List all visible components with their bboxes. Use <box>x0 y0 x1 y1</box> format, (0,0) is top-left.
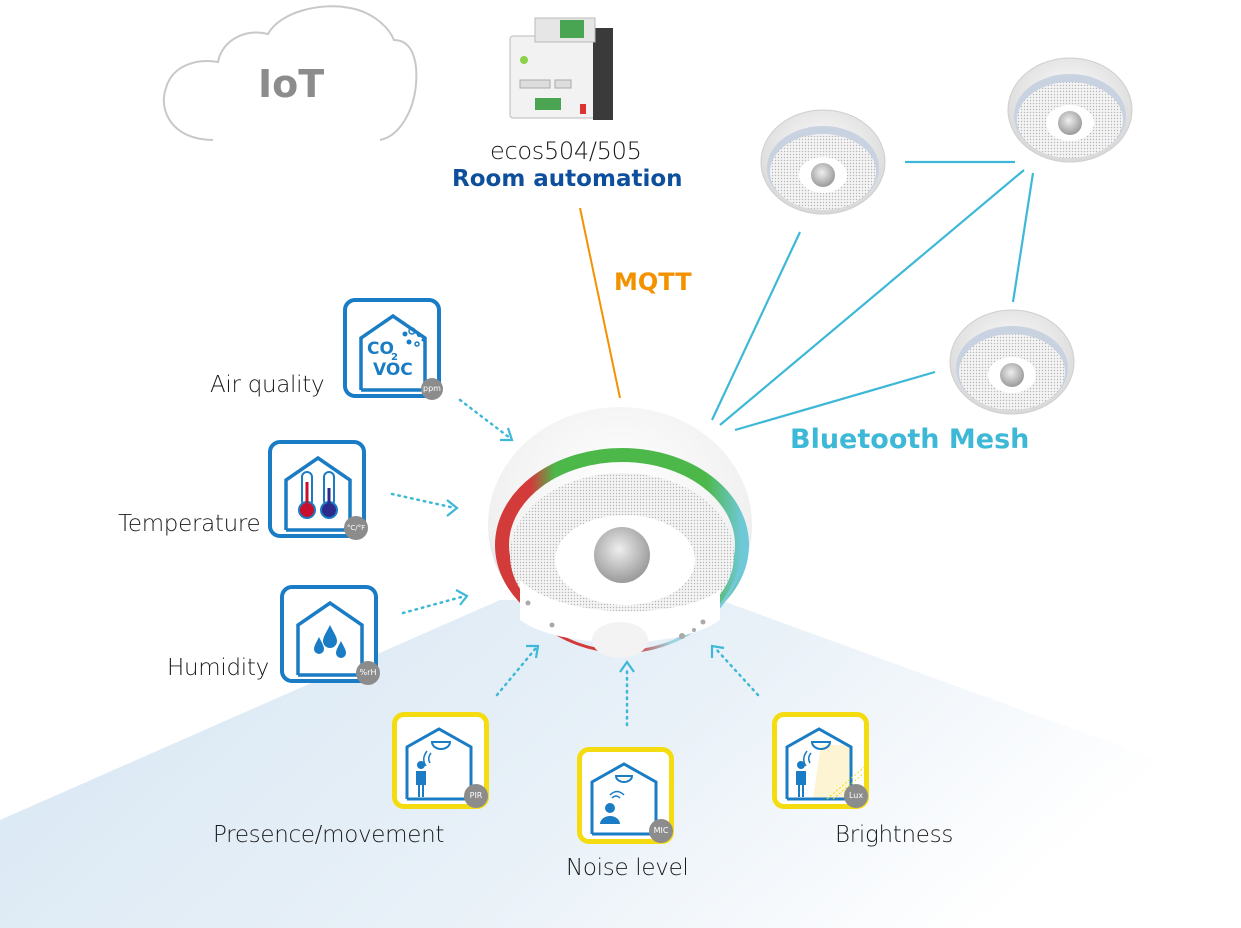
air-quality-co-text: CO <box>367 339 394 359</box>
temperature-icon-box: °C/°F <box>268 440 368 540</box>
ppm-badge: ppm <box>421 378 443 400</box>
humidity-label: Humidity <box>167 655 269 681</box>
mesh-node-2 <box>1007 57 1133 163</box>
controller-model: ecos504/505 <box>490 137 642 165</box>
presence-icon-box: PIR <box>392 712 489 809</box>
presence-icon <box>405 727 473 801</box>
mesh-node-1 <box>760 109 886 215</box>
mesh-link-1 <box>711 231 801 421</box>
temperature-unit-badge: °C/°F <box>344 516 368 540</box>
mesh-link-3 <box>719 169 1025 426</box>
temperature-label: Temperature <box>118 511 261 537</box>
humidity-unit-badge: %rH <box>356 661 380 685</box>
mesh-link-5 <box>734 370 936 432</box>
water-drops-icon <box>296 600 364 677</box>
presence-label: Presence/movement <box>213 822 445 848</box>
air-quality-sub-text: 2 <box>391 352 398 363</box>
mesh-link-4 <box>1011 172 1035 303</box>
air-quality-icon: CO 2 VOC <box>359 313 427 392</box>
brightness-icon-box: Lux <box>772 712 870 809</box>
air-quality-voc-text: VOC <box>373 360 413 380</box>
mqtt-label: MQTT <box>614 268 692 296</box>
humidity-icon-box: %rH <box>280 585 380 685</box>
bluetooth-mesh-label: Bluetooth Mesh <box>790 424 1030 455</box>
mic-badge: MIC <box>649 819 673 843</box>
brightness-icon <box>785 727 870 801</box>
pir-badge: PIR <box>464 784 488 808</box>
mqtt-link <box>579 207 621 399</box>
cloud-label: IoT <box>258 62 325 106</box>
air-quality-icon-box: CO 2 VOC ppm <box>343 298 443 400</box>
lux-badge: Lux <box>844 784 868 808</box>
mesh-node-3 <box>949 309 1075 415</box>
noise-icon-box: MIC <box>577 747 674 844</box>
air-quality-label: Air quality <box>210 372 325 398</box>
thermometer-icon <box>284 455 352 532</box>
brightness-label: Brightness <box>835 822 953 848</box>
microphone-person-icon <box>590 762 658 836</box>
noise-label: Noise level <box>566 855 689 881</box>
controller-title: Room automation <box>452 166 683 192</box>
